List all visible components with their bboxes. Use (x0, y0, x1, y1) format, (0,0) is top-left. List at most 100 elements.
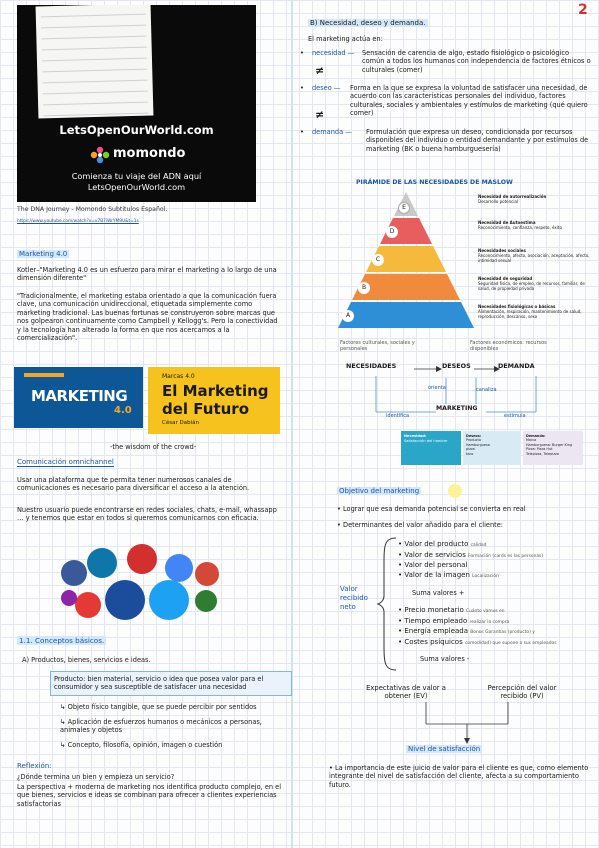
bullet-3: • (300, 128, 304, 136)
level-c-desc: Reconocimiento, afecto, asociación, acep… (478, 253, 590, 263)
producto-item-3: ↳ Concepto, filosofía, opinión, imagen o… (60, 741, 223, 749)
producto-item-3-text: Concepto, filosofía, opinión, imagen o c… (67, 741, 223, 749)
minus-sum: Suma valores - (420, 655, 470, 663)
video-tagline-2: LetsOpenOurWorld.com (87, 182, 186, 192)
plus-item: • Valor del producto calidad (398, 540, 487, 548)
panel-necesidad-text: Satisfacción del hambre (404, 438, 448, 443)
nd-necesidades: NECESIDADES (346, 362, 397, 370)
youtube-icon (127, 544, 157, 574)
facebook-icon (61, 560, 87, 586)
producto-item-2-text: Aplicación de esfuerzos humanos o mecáni… (60, 718, 262, 735)
plus-values-list: • Valor del producto calidad • Valor de … (398, 540, 588, 581)
satisfaction-arrows (425, 702, 509, 744)
valor-brace (376, 537, 397, 671)
objetivo-heading-text: Objetivo del marketing (337, 487, 422, 495)
valor-label-2: recibido (340, 594, 368, 602)
nd-arrows (375, 366, 537, 413)
minus-item: • Precio monetario Cuánto vamos en (398, 606, 505, 614)
ev-label: Expectativas de valor a obtener (EV) (366, 684, 446, 701)
level-e-desc: Desarrollo potencial (478, 199, 519, 204)
minus-item-label: Energía empleada (404, 627, 469, 636)
def-demanda: Formulación que expresa un deseo, condic… (366, 128, 589, 153)
marketing40-heading: Marketing 4.0 (17, 250, 70, 258)
minus-item-label: Precio monetario (404, 606, 464, 614)
plus-item: • Valor de servicios Formación (cards es… (398, 550, 544, 559)
pv-label: Percepción del valor recibido (PV) (487, 684, 557, 701)
term-demanda: demanda — (312, 128, 352, 136)
level-d-desc: Reconocimiento, confianza, respeto, éxit… (478, 225, 562, 230)
minus-item-label: Tiempo empleado (404, 616, 468, 625)
marketing40-logo-text: MARKETING (31, 387, 128, 405)
panel-demanda: Demanda: Marca Hamburguesa: Burger King … (523, 431, 583, 465)
objetivo-b1: • Lograr que esa demanda potencial se co… (337, 505, 526, 513)
panel-deseos: Deseos: Producto Hamburguesa pizza taco (463, 431, 521, 465)
marketing40-quote: "Tradicionalmente, el marketing estaba o… (17, 292, 278, 343)
marketing40-logo-sub: 4.0 (114, 405, 132, 416)
google-icon (165, 554, 193, 582)
level-e-letter: E (398, 202, 410, 214)
nd-demanda: DEMANDA (498, 362, 535, 370)
omnichannel-p1: Usar una plataforma que te permita tener… (17, 476, 250, 493)
valor-recibido-label: Valor recibido neto (340, 585, 368, 612)
panel-necesidad: Necesidad:Satisfacción del hambre (401, 431, 461, 465)
necesidad-intro: El marketing actúa en: (308, 35, 383, 43)
minus-values-list: • Precio monetario Cuánto vamos en • Tie… (398, 606, 593, 648)
plus-item-label: Valor del personal (404, 561, 468, 570)
objetivo-b2-text: Determinantes del valor añadido para el … (343, 521, 504, 529)
instagram-icon (61, 590, 77, 606)
conceptos-heading-text: 1.1. Conceptos básicos. (17, 636, 107, 645)
video-thumbnail[interactable]: LetsOpenOurWorld.com momondo Comienza tu… (17, 5, 256, 202)
googleplus-icon (195, 562, 219, 586)
reflexion-answer: La perspectiva + moderna de marketing no… (17, 783, 282, 808)
neq-2: ≠ (315, 108, 325, 121)
level-b-desc: Seguridad física, de empleo, de recursos… (478, 281, 585, 291)
objetivo-b2: • Determinantes del valor añadido para e… (337, 521, 504, 529)
level-d-name: Necesidad de Autoestima (478, 220, 536, 225)
level-a-desc: Alimentación, respiración, mantenimiento… (478, 309, 582, 319)
minus-item: • Tiempo empleado realizar la compra (398, 616, 510, 625)
book-author: César Dabián (162, 420, 199, 426)
necesidad-heading: B) Necesidad, deseo y demanda. (308, 19, 428, 27)
panel-deseos-item: Producto (466, 438, 481, 443)
book-title-2: del Futuro (162, 400, 250, 418)
facebook-large-icon (105, 580, 145, 620)
whatsapp-icon (195, 590, 217, 612)
producto-item-1: ↳ Objeto físico tangible, que se puede p… (60, 703, 257, 711)
conceptos-sub: A) Productos, bienes, servicios e ideas. (22, 656, 151, 664)
nd-estimula: estimula (504, 413, 526, 419)
panel-demanda-item: Marca (526, 438, 537, 443)
plus-sum: Suma valores + (412, 589, 465, 597)
plus-item: • Valor del personal (398, 561, 468, 570)
panel-deseos-title: Deseos: (466, 434, 482, 438)
pinterest-icon (75, 592, 101, 618)
conclusion: • La importancia de este juicio de valor… (329, 764, 589, 789)
term-deseo: deseo — (312, 84, 341, 92)
omnichannel-heading: Comunicación omnichannel (17, 458, 114, 467)
video-caption: The DNA Journey - Momondo Subtitulos Esp… (17, 206, 168, 213)
plus-item-label: Valor de la imagen (404, 570, 470, 579)
omnichannel-p2: Nuestro usuario puede encontrarse en red… (17, 506, 277, 523)
maslow-title: PIRÁMIDE DE LAS NECESIDADES DE MASLOW (356, 179, 513, 186)
panel-demanda-item: Pizza: Pizza Hut (526, 447, 553, 452)
book-small-title: Marcas 4.0 (162, 373, 195, 380)
book-title-1: El Marketing (162, 382, 269, 400)
plus-item: • Valor de la imagen Localización (398, 570, 499, 579)
panel-deseos-item: Hamburguesa (466, 442, 490, 447)
nd-orienta: orienta (428, 385, 446, 391)
level-a-letter: A (342, 310, 354, 322)
reflexion-heading: Reflexión: (17, 762, 52, 770)
panel-deseos-item: taco (466, 451, 474, 456)
def-necesidad: Sensación de carencia de algo, estado fi… (362, 49, 591, 74)
social-icons-cluster (57, 540, 232, 630)
momondo-flower-icon (90, 146, 110, 164)
plus-item-label: Valor del producto (404, 540, 469, 548)
panel-deseos-item: pizza (466, 447, 475, 452)
producto-item-2: ↳ Aplicación de esfuerzos humanos o mecá… (60, 718, 262, 735)
panel-demanda-item: Telepizza, Telepizza (526, 451, 559, 456)
objetivo-heading: Objetivo del marketing (337, 487, 422, 495)
video-link[interactable]: https://www.youtube.com/watch?v=v7B7iWrY… (17, 219, 139, 224)
minus-item-label: Costes psíquicos (404, 637, 463, 646)
term-deseo-text: deseo (312, 84, 332, 92)
video-site: LetsOpenOurWorld.com (59, 123, 214, 137)
